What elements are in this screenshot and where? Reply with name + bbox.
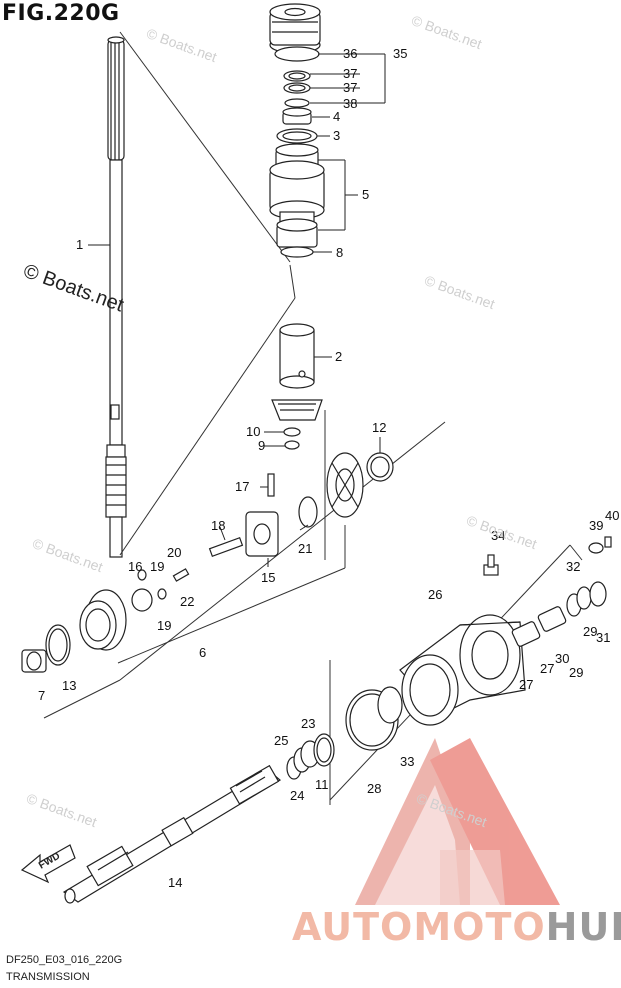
drive-shaft [105,36,127,558]
callout-16: 16 [128,559,142,574]
callout-2: 2 [335,349,342,364]
callout-25: 25 [274,733,288,748]
callout-33: 33 [400,754,414,769]
assembly-guide-lines [43,31,583,805]
callout-10: 10 [246,424,260,439]
upper-bearing-stack [269,3,325,258]
callout-4: 4 [333,109,340,124]
callout-26: 26 [428,587,442,602]
callout-19a: 19 [150,559,164,574]
bevel-gear [298,452,394,528]
callout-14: 14 [168,875,182,890]
callout-37a: 37 [343,66,357,81]
clutch-parts [131,473,279,612]
callout-15: 15 [261,570,275,585]
callout-29a: 29 [583,624,597,639]
callout-27b: 27 [519,677,533,692]
brand-part2: HUB [545,905,621,949]
callout-39: 39 [589,518,603,533]
figure-caption: TRANSMISSION [6,971,90,983]
thrust-washers [286,733,335,780]
callout-1: 1 [76,237,83,252]
callout-8: 8 [336,245,343,260]
callout-40: 40 [605,508,619,523]
callout-9: 9 [258,438,265,453]
callout-5: 5 [362,187,369,202]
leader-lines [88,53,386,567]
sleeve-and-pinion [271,323,323,450]
callout-17: 17 [235,479,249,494]
propeller-shaft [62,764,282,904]
callout-19b: 19 [157,618,171,633]
callout-12: 12 [372,420,386,435]
callout-22: 22 [180,594,194,609]
callout-34: 34 [491,528,505,543]
callout-27a: 27 [540,661,554,676]
bearing-housing [345,614,526,751]
callout-6: 6 [199,645,206,660]
brand-triangle-logo [355,738,560,905]
callout-20: 20 [167,545,181,560]
callout-37b: 37 [343,80,357,95]
callout-32: 32 [566,559,580,574]
callout-23: 23 [301,716,315,731]
callout-21: 21 [298,541,312,556]
callout-3: 3 [333,128,340,143]
callout-7: 7 [38,688,45,703]
callout-29b: 29 [569,665,583,680]
callout-18: 18 [211,518,225,533]
brand-part1: AUTOMOTO [292,905,546,949]
figure-title: FIG.220G [2,1,120,26]
callout-35: 35 [393,46,407,61]
rear-bearings [483,536,612,647]
callout-38: 38 [343,96,357,111]
callout-labels: 36 35 37 37 38 4 3 5 8 1 2 10 9 12 17 18… [38,46,619,890]
fwd-arrow [20,844,76,884]
reverse-gear-group [21,589,127,673]
callout-36: 36 [343,46,357,61]
callout-31: 31 [596,630,610,645]
callout-24: 24 [290,788,304,803]
callout-13: 13 [62,678,76,693]
callout-30: 30 [555,651,569,666]
callout-28: 28 [367,781,381,796]
callout-11: 11 [315,777,329,792]
figure-code: DF250_E03_016_220G [6,954,123,966]
brand-wordmark: AUTOMOTOHUB [292,905,621,949]
